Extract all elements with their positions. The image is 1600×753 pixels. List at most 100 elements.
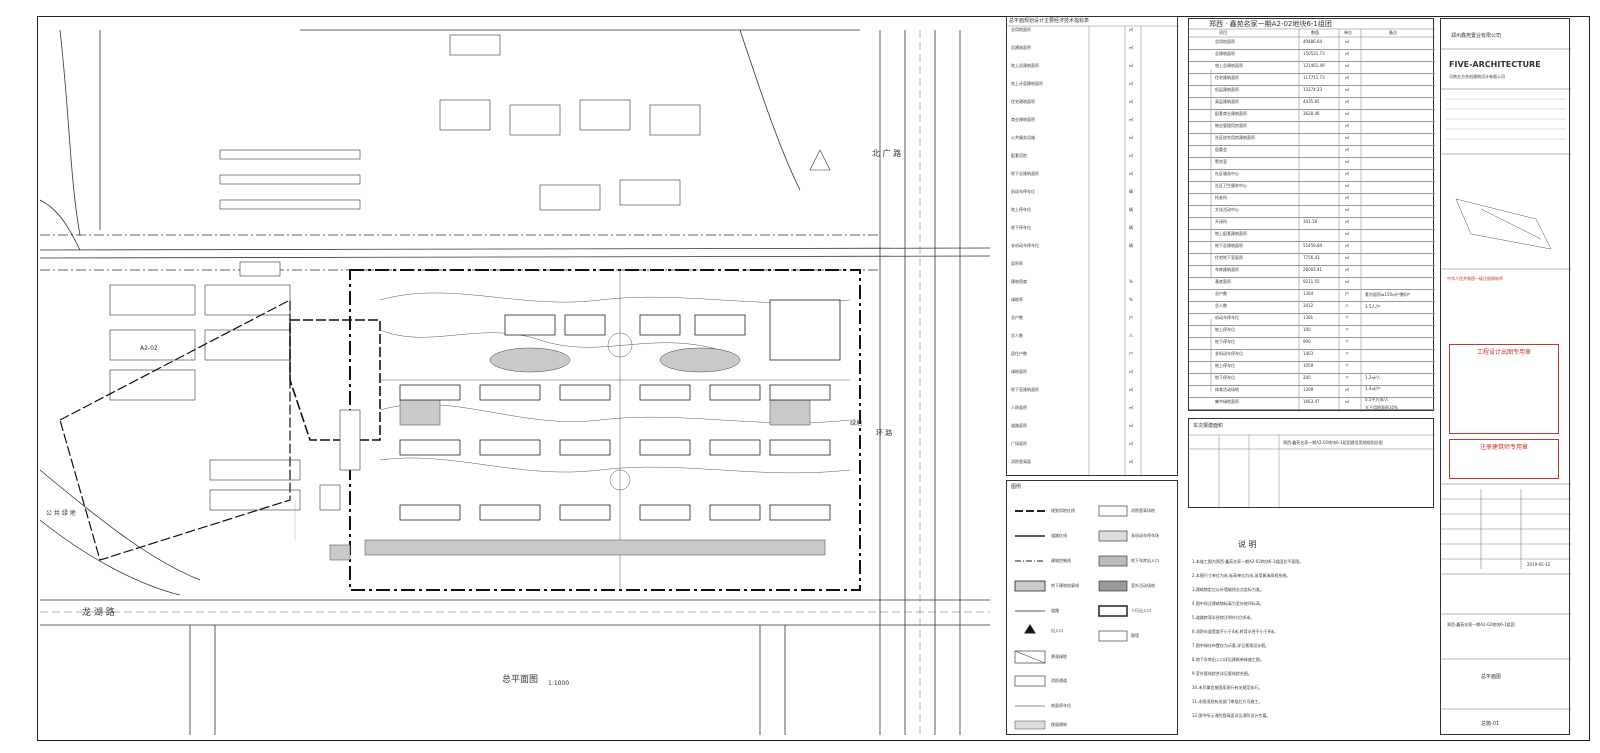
lt-row-label: 机动车停车位 [1011,189,1035,194]
rt-row-value: 1403 [1303,351,1314,356]
lt-row-unit: ㎡ [1129,27,1133,32]
lt-row-unit: ㎡ [1129,369,1133,374]
rt-row-unit: 个 [1345,315,1349,320]
rt-row-label: 配套商业建筑面积 [1215,111,1247,116]
lt-row-unit: 户 [1129,315,1133,320]
rt-row-divider [1189,397,1435,398]
lt-row-unit: 辆 [1129,243,1133,248]
rt-row-label: 地下总建筑面积 [1215,243,1243,248]
legend-item: 景观绿地 [1051,654,1067,659]
rt-row-divider [1189,409,1435,410]
rt-row-divider [1189,229,1435,230]
note-line: 7.图中绿化布置仅为示意,详见景观设计图。 [1192,643,1270,648]
lt-row-unit: ㎡ [1129,459,1133,464]
project-name: 郑西·鑫苑名家一期A2-02地块6-1组团 [1447,622,1515,627]
rt-row-divider [1189,385,1435,386]
rt-row-value: 4435.85 [1303,99,1320,104]
title-block: 郑州鑫苑置业有限公司 FIVE-ARCHITECTURE 河南五方合创建筑设计有… [1440,18,1571,735]
rt-row-divider [1189,121,1435,122]
rt-row-unit: ㎡ [1345,387,1349,392]
rt-row-value: 117711.73 [1303,75,1325,80]
lt-row-unit: ㎡ [1129,387,1133,392]
lt-row-unit: 辆 [1129,207,1133,212]
rt-row-unit: 人 [1345,303,1349,308]
rt-row-unit: 个 [1345,351,1349,356]
rt-row-divider [1189,253,1435,254]
rt-row-divider [1189,361,1435,362]
lt-row-unit: 辆 [1129,225,1133,230]
rt-row-divider [1189,169,1435,170]
lt-row-unit: ㎡ [1129,117,1133,122]
rt-row-divider [1189,241,1435,242]
rt-header: 数值 [1311,30,1319,35]
lt-row-label: 配套用房 [1011,153,1027,158]
legend-swatches [1014,505,1128,730]
rt-row-divider [1189,61,1435,62]
rt-row-value: 990 [1303,339,1311,344]
rt-row-unit: ㎡ [1345,147,1349,152]
legend-item: 人行出入口 [1131,608,1151,613]
rt-row-divider [1189,277,1435,278]
rt-row-value: 3628.46 [1303,111,1320,116]
legend-item: 消防登高场地 [1131,508,1155,513]
rt-row-label: 车库建筑面积 [1215,267,1239,272]
rt-row-label: 低层建筑面积 [1215,87,1239,92]
note-line: 4.图中所注建筑物标高为室外地坪标高。 [1192,601,1264,606]
rt-header: 备注 [1389,30,1397,35]
lt-row-label: 绿地面积 [1011,369,1027,374]
legend-item: 消防通道 [1051,678,1067,683]
drawing-name: 总平面图 [1481,674,1502,680]
small-table-title: 本次报建面积 [1193,423,1224,429]
lt-row-unit: ㎡ [1129,405,1133,410]
lt-row-label: 地上总建筑面积 [1011,63,1039,68]
architect-stamp: 注册建筑师专用章 [1449,439,1559,479]
rt-row-divider [1189,349,1435,350]
rt-row-unit: ㎡ [1345,99,1349,104]
rt-row-label: 非机动车停车位 [1215,351,1243,356]
rt-row-unit: ㎡ [1345,159,1349,164]
rt-row-divider [1189,193,1435,194]
lt-row-unit: ㎡ [1129,171,1133,176]
legend-item: 室外活动场地 [1131,583,1155,588]
small-table-grid [1189,434,1435,509]
rt-row-divider [1189,181,1435,182]
rt-row-label: 社区综合用房建筑面积 [1215,135,1255,140]
indicator-table-left: 总平面规划设计主要经济技术指标表 总用地面积 总建筑面积 地上总建筑面积 地上计… [1006,16,1179,477]
rt-row-value: 200 [1303,375,1311,380]
left-table-title: 总平面规划设计主要经济技术指标表 [1009,18,1090,24]
lt-row-label: 地下停车位 [1011,225,1031,230]
rt-row-divider [1189,217,1435,218]
rt-row-divider [1189,289,1435,290]
lt-row-unit: ㎡ [1129,423,1133,428]
rt-row-label: 地下停车位 [1215,339,1235,344]
sheet-number: 总施-01 [1481,721,1500,727]
lt-row-unit: ㎡ [1129,99,1133,104]
rt-row-label: 物业管理用房面积 [1215,123,1247,128]
lt-row-label: 地上停车位 [1011,207,1031,212]
lt-row-unit: 户 [1129,351,1133,356]
rt-row-label: 文化活动中心 [1215,207,1239,212]
rt-row-label: 地上总建筑面积 [1215,63,1243,68]
legend-item: 建筑控制线 [1051,558,1071,563]
rt-row-value: 49486.64 [1303,39,1323,44]
small-summary-table: 本次报建面积 郑西·鑫苑名家一期A2-02地块6-1组团建设用地规划总图 [1188,418,1435,509]
rt-note: 1.2㎡/人 [1365,375,1381,380]
design-stamp: 工程设计出图专用章 [1449,344,1559,434]
rt-row-unit: 个 [1345,363,1349,368]
rt-row-divider [1189,337,1435,338]
rt-row-unit: 个 [1345,339,1349,344]
lt-row-label: 商业建筑面积 [1011,117,1035,122]
rt-row-label: 地上配套建筑面积 [1215,231,1247,236]
lt-row-unit: ㎡ [1129,153,1133,158]
legend-item: 规划用地红线 [1051,508,1075,513]
legend-item: 地下建筑轮廓线 [1051,583,1079,588]
rt-note: 大于用地面积10% [1365,405,1398,410]
rt-row-value: 3412 [1303,303,1314,308]
rt-row-label: 机动车停车位 [1215,315,1239,320]
rt-row-unit: ㎡ [1345,195,1349,200]
rt-row-unit: ㎡ [1345,171,1349,176]
rt-row-divider [1189,157,1435,158]
lt-row-unit: ㎡ [1129,81,1133,86]
lt-row-label: 容积率 [1011,261,1023,266]
rt-row-value: 1391 [1303,315,1314,320]
